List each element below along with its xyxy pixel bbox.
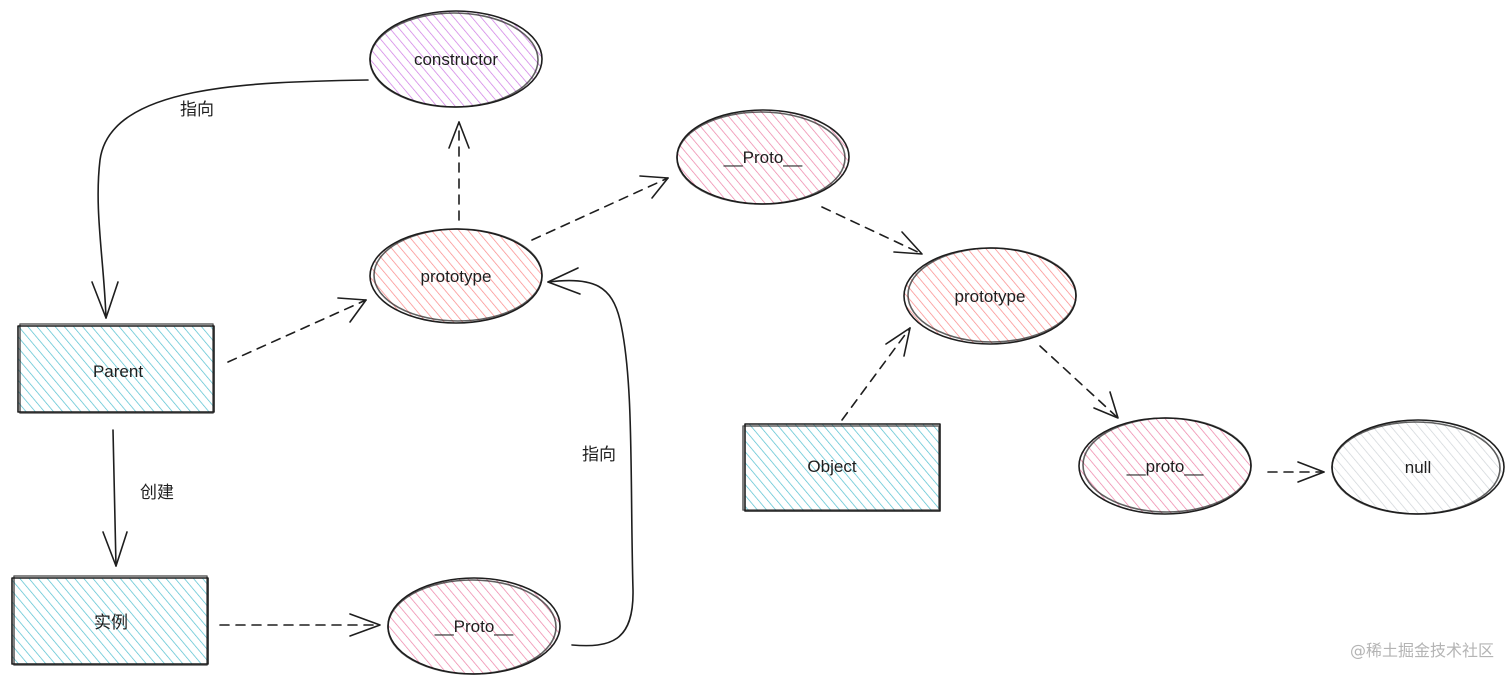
node-parent-label: Parent bbox=[93, 362, 143, 381]
node-proto-top: __Proto__ bbox=[676, 109, 850, 205]
edge-label-parent-instance: 创建 bbox=[140, 483, 174, 503]
node-instance: 实例 bbox=[11, 575, 209, 666]
node-prototype-parent: prototype bbox=[369, 228, 543, 324]
node-proto-instance: __Proto__ bbox=[387, 577, 561, 675]
node-constructor: constructor bbox=[369, 10, 543, 108]
edge-instance-to-proto-instance bbox=[219, 613, 381, 637]
node-proto-top-label: __Proto__ bbox=[723, 148, 803, 167]
node-object-label: Object bbox=[807, 457, 856, 476]
edge-label-proto-prototype: 指向 bbox=[582, 445, 616, 465]
edge-proto-top-to-prototype-object bbox=[821, 206, 923, 255]
node-object: Object bbox=[742, 423, 941, 512]
edge-prototype-object-to-proto-object bbox=[1039, 345, 1119, 419]
edge-prototype-to-constructor bbox=[448, 121, 470, 221]
node-prototype-object-label: prototype bbox=[955, 287, 1026, 306]
node-prototype-object: prototype bbox=[903, 247, 1077, 345]
node-constructor-label: constructor bbox=[414, 50, 498, 69]
edge-prototype-to-proto-top bbox=[531, 175, 669, 241]
node-null-label: null bbox=[1405, 458, 1431, 477]
edge-constructor-to-parent bbox=[91, 79, 369, 319]
node-instance-label: 实例 bbox=[94, 613, 128, 633]
node-proto-object: __proto__ bbox=[1078, 417, 1252, 515]
edge-object-to-prototype-object bbox=[841, 327, 911, 421]
node-proto-object-label: __proto__ bbox=[1126, 457, 1204, 476]
edge-proto-instance-to-prototype bbox=[547, 267, 634, 647]
watermark: @稀土掘金技术社区 bbox=[1349, 641, 1494, 660]
edge-label-constructor-parent: 指向 bbox=[180, 100, 214, 120]
edge-parent-to-instance bbox=[102, 429, 128, 567]
node-proto-instance-label: __Proto__ bbox=[434, 617, 514, 636]
edge-proto-object-to-null bbox=[1267, 461, 1325, 483]
node-prototype-parent-label: prototype bbox=[421, 267, 492, 286]
edge-parent-to-prototype bbox=[227, 297, 367, 363]
node-null: null bbox=[1331, 419, 1505, 515]
node-parent: Parent bbox=[17, 323, 215, 414]
